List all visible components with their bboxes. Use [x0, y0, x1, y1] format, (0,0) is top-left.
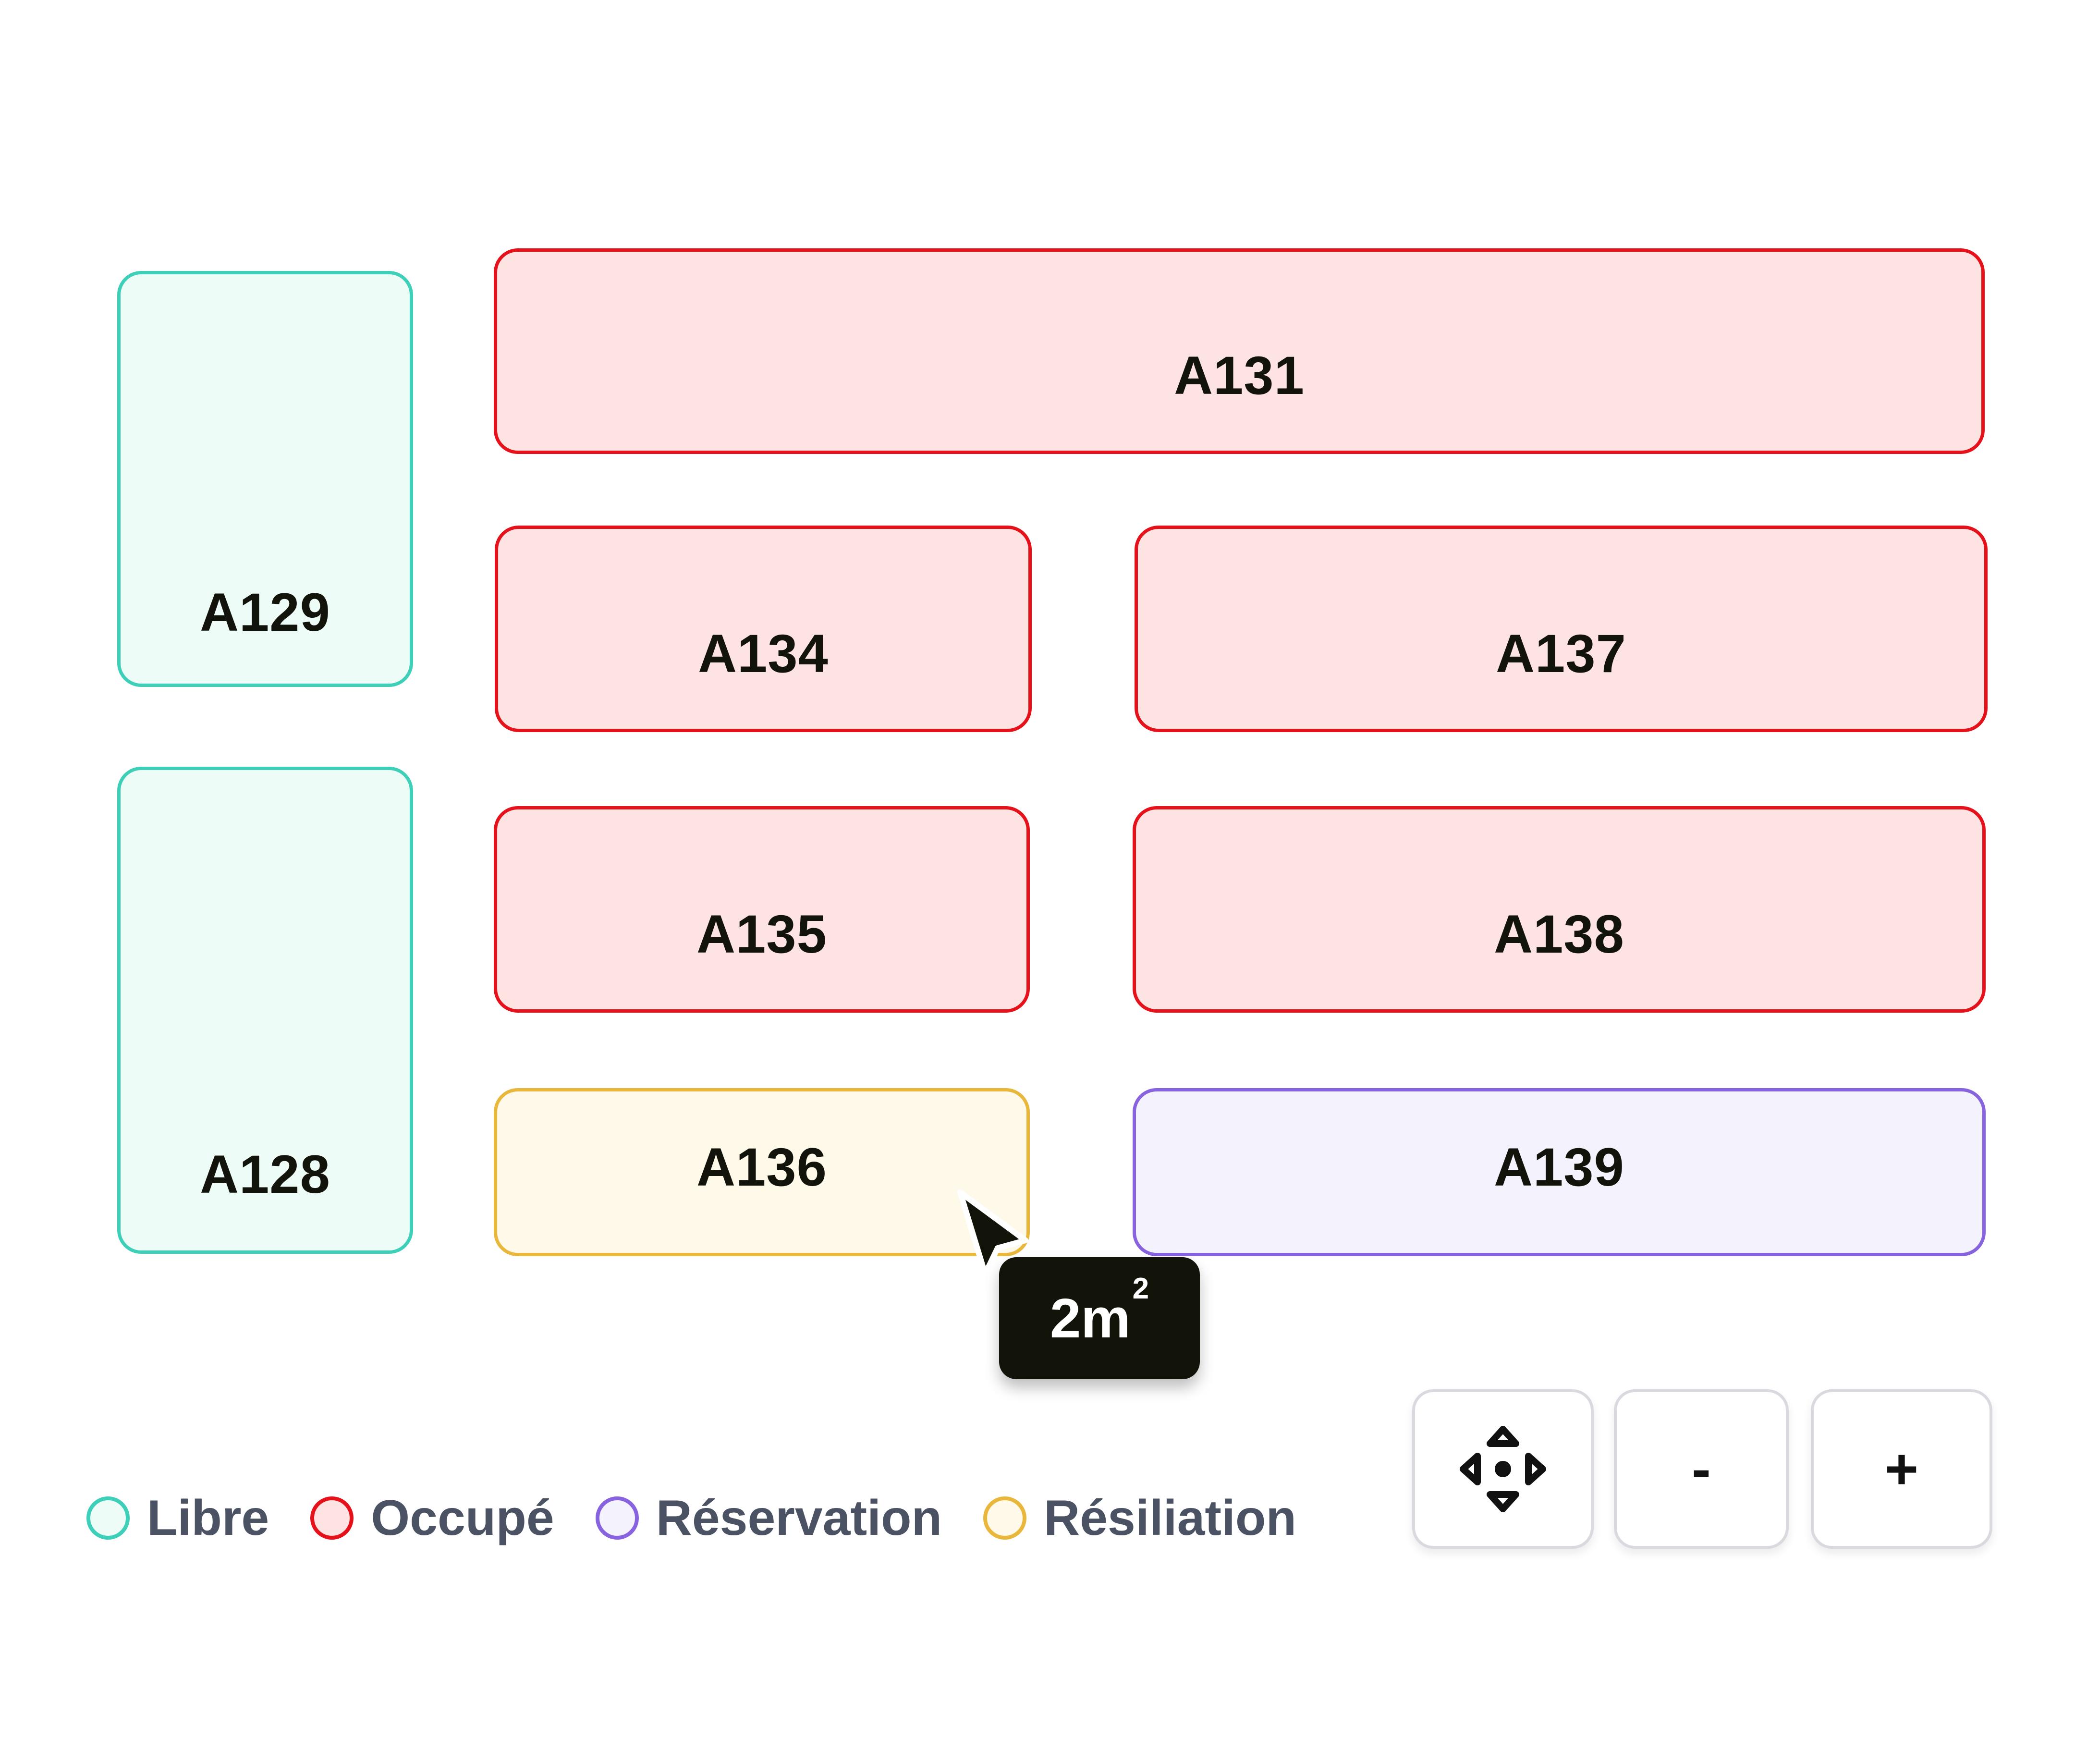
unit-label: A139 — [1494, 1137, 1624, 1197]
unit-a129[interactable]: A129 — [117, 271, 413, 687]
tooltip-area-unit-exponent: 2 — [1132, 1272, 1149, 1305]
zoom-in-button[interactable]: + — [1811, 1389, 1992, 1549]
legend-item-libre: Libre — [86, 1493, 269, 1543]
status-legend: Libre Occupé Réservation Résiliation — [86, 1489, 1338, 1547]
legend-label-reservation: Réservation — [656, 1490, 942, 1546]
unit-label: A136 — [696, 1137, 827, 1197]
pan-button[interactable] — [1412, 1389, 1594, 1549]
legend-dot-resiliation — [983, 1496, 1027, 1540]
zoom-out-button[interactable]: - — [1614, 1389, 1789, 1549]
unit-label: A135 — [696, 904, 827, 964]
legend-item-occupe: Occupé — [310, 1493, 554, 1543]
unit-label: A138 — [1494, 904, 1624, 964]
legend-dot-reservation — [595, 1496, 639, 1540]
unit-label: A134 — [698, 624, 829, 684]
zoom-out-label: - — [1692, 1437, 1711, 1501]
legend-label-libre: Libre — [147, 1490, 269, 1546]
unit-label: A129 — [200, 582, 330, 642]
legend-item-reservation: Réservation — [595, 1490, 942, 1546]
unit-label: A128 — [200, 1144, 330, 1204]
move-arrows-icon — [1460, 1426, 1546, 1512]
mouse-cursor-icon — [957, 1189, 1028, 1277]
legend-label-resiliation: Résiliation — [1044, 1490, 1296, 1546]
tooltip-area-value: 2m — [1050, 1287, 1131, 1349]
unit-a128[interactable]: A128 — [117, 767, 413, 1254]
unit-a136[interactable]: A136 — [494, 1088, 1030, 1256]
legend-item-resiliation: Résiliation — [983, 1493, 1296, 1543]
legend-label-occupe: Occupé — [371, 1490, 554, 1546]
unit-a139[interactable]: A139 — [1133, 1088, 1986, 1256]
legend-dot-occupe — [310, 1496, 354, 1540]
zoom-in-label: + — [1884, 1437, 1919, 1501]
unit-a134[interactable]: A134 — [495, 526, 1032, 732]
unit-a135[interactable]: A135 — [494, 806, 1030, 1013]
unit-a131[interactable]: A131 — [494, 248, 1985, 454]
unit-label: A131 — [1174, 345, 1305, 405]
unit-a137[interactable]: A137 — [1135, 526, 1988, 732]
legend-dot-libre — [86, 1496, 130, 1540]
unit-label: A137 — [1496, 624, 1626, 684]
unit-a138[interactable]: A138 — [1133, 806, 1986, 1013]
